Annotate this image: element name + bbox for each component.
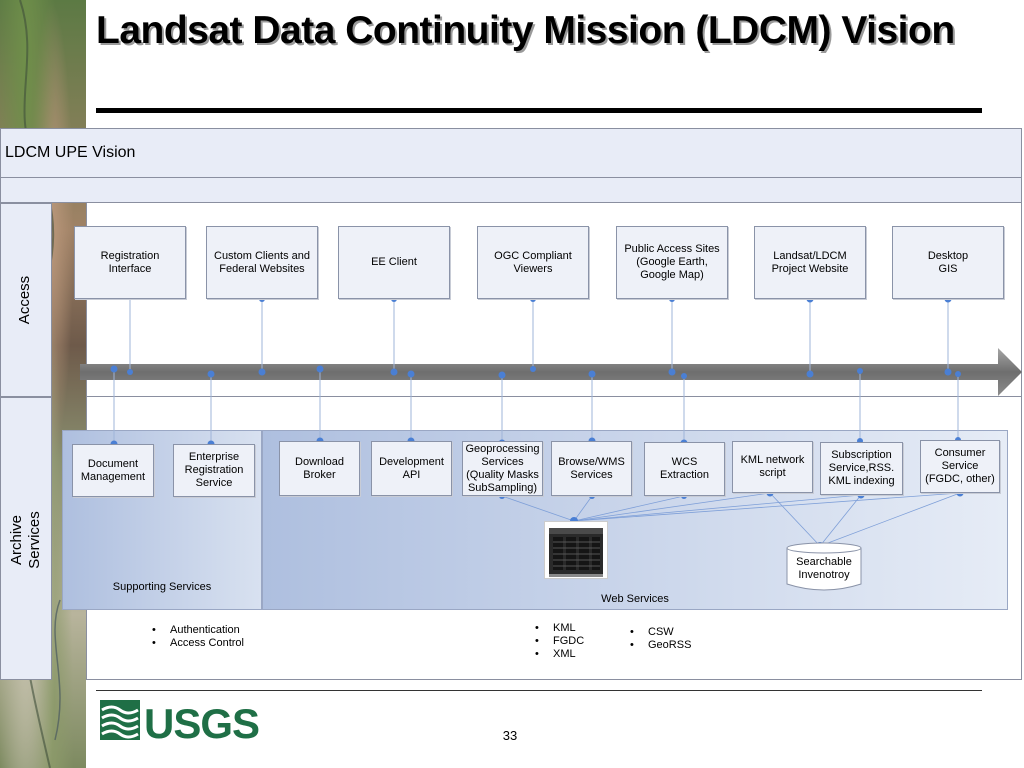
format-bullets: KML FGDC XML — [533, 622, 584, 661]
bullet-item: KML — [533, 622, 584, 635]
database-label: Searchable Invenotroy — [796, 556, 852, 581]
access-row-label: Access — [16, 275, 33, 325]
service-box-subscription[interactable]: Subscription Service,RSS. KML indexing — [820, 442, 903, 495]
service-box-wcs-extraction[interactable]: WCS Extraction — [644, 442, 725, 496]
vision-label: LDCM UPE Vision — [5, 144, 136, 161]
footer-rule — [96, 690, 982, 691]
access-box-public-access-sites[interactable]: Public Access Sites (Google Earth, Googl… — [616, 226, 728, 299]
supporting-services-label: Supporting Services — [112, 581, 212, 593]
archive-row-label-cell — [0, 397, 52, 680]
supporting-bullets: Authentication Access Control — [150, 624, 244, 650]
database-icon — [786, 542, 862, 591]
access-box-desktop-gis[interactable]: Desktop GIS — [892, 226, 1004, 299]
bullet-item: Authentication — [150, 624, 244, 637]
access-row-label-cell — [0, 203, 52, 397]
access-box-ee-client[interactable]: EE Client — [338, 226, 450, 299]
bullet-item: GeoRSS — [628, 639, 691, 652]
service-box-browse-wms[interactable]: Browse/WMS Services — [551, 441, 632, 496]
usgs-logo: USGS — [100, 700, 260, 743]
bullet-item: FGDC — [533, 635, 584, 648]
service-box-development-api[interactable]: Development API — [371, 441, 452, 496]
service-box-document-management[interactable]: Document Management — [72, 444, 154, 497]
vision-header-bar — [0, 128, 1022, 178]
usgs-logo-text: USGS — [144, 700, 259, 743]
access-box-project-website[interactable]: Landsat/LDCM Project Website — [754, 226, 866, 299]
blank-header-bar — [0, 178, 1022, 203]
archive-row-label: Archive Services — [8, 511, 43, 569]
service-box-download-broker[interactable]: Download Broker — [279, 441, 360, 496]
bullet-item: XML — [533, 648, 584, 661]
access-box-registration-interface[interactable]: Registration Interface — [74, 226, 186, 299]
bullet-item: CSW — [628, 626, 691, 639]
title-underline — [96, 108, 982, 113]
access-box-ogc-viewers[interactable]: OGC Compliant Viewers — [477, 226, 589, 299]
service-box-geoprocessing[interactable]: Geoprocessing Services (Quality Masks Su… — [462, 441, 543, 496]
service-box-enterprise-registration[interactable]: Enterprise Registration Service — [173, 444, 255, 497]
service-box-kml-network-script[interactable]: KML network script — [732, 441, 813, 493]
page-number: 33 — [502, 728, 518, 743]
access-box-custom-clients[interactable]: Custom Clients and Federal Websites — [206, 226, 318, 299]
slide-title: Landsat Data Continuity Mission (LDCM) V… — [96, 9, 955, 52]
web-services-label: Web Services — [601, 593, 669, 605]
service-box-consumer-service[interactable]: Consumer Service (FGDC, other) — [920, 440, 1000, 493]
bullet-item: Access Control — [150, 637, 244, 650]
feed-bullets: CSW GeoRSS — [628, 626, 691, 652]
server-icon — [544, 521, 608, 579]
